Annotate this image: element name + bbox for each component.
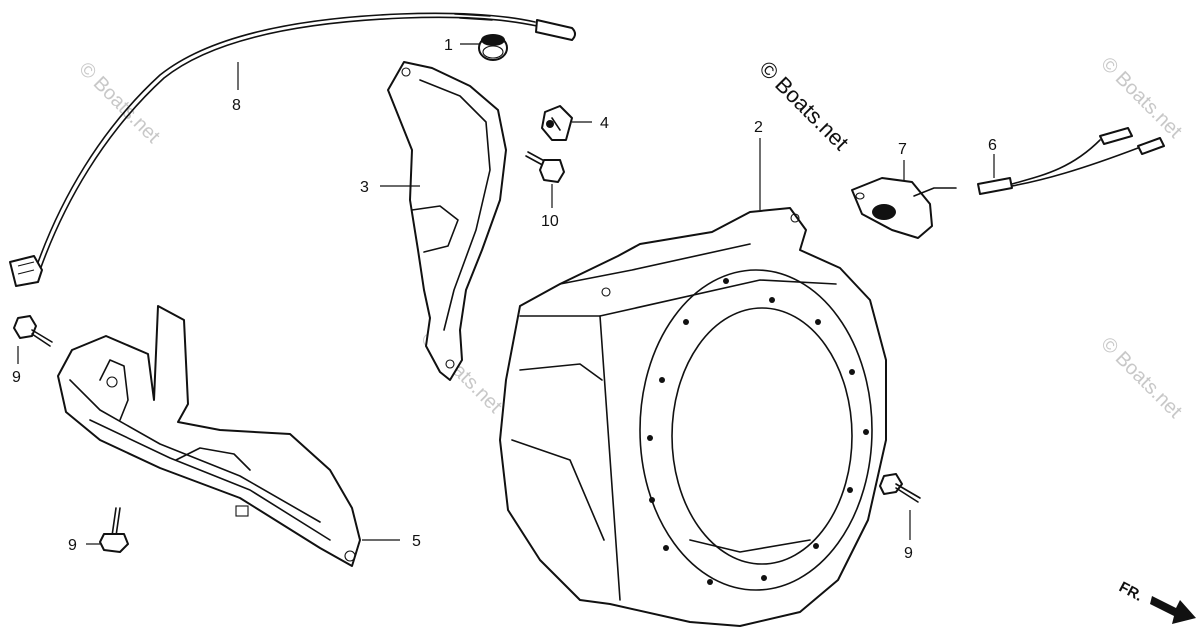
part-9-bolt-upper-left	[13, 315, 53, 347]
callout-10: 10	[541, 213, 559, 230]
part-3-baffle	[387, 61, 507, 381]
front-label: FR.	[1116, 579, 1145, 605]
callout-4: 4	[600, 115, 609, 132]
part-5-lower-cover	[57, 305, 361, 567]
part-2-fan-cover	[499, 207, 887, 627]
callout-9-lower-left: 9	[68, 537, 77, 554]
front-arrow-icon	[1150, 596, 1196, 624]
watermark-main: © Boats.net	[754, 56, 853, 155]
front-direction-indicator: FR.	[1116, 579, 1196, 624]
part-10-bolt	[525, 151, 565, 183]
part-1-grommet	[478, 34, 508, 61]
part-8-wire	[9, 12, 576, 287]
callout-1: 1	[444, 37, 453, 54]
callout-6: 6	[988, 137, 997, 154]
watermark-faint-6: © Boats.net	[1096, 333, 1186, 423]
callout-9-upper-left: 9	[12, 369, 21, 386]
callout-3: 3	[360, 179, 369, 196]
part-6-lead-wire	[977, 127, 1165, 195]
callout-9-right: 9	[904, 545, 913, 562]
callout-5: 5	[412, 533, 421, 550]
callout-7: 7	[898, 141, 907, 158]
callout-8: 8	[232, 97, 241, 114]
watermark-faint-5: © Boats.net	[1096, 53, 1186, 143]
part-4-clip	[541, 105, 573, 141]
watermark-faint-1: © Boats.net	[74, 58, 164, 148]
part-9-bolt-lower-left	[99, 507, 129, 553]
leader-lines	[17, 43, 995, 545]
callout-group: 1 2 3 4 5 6 7 8 9 9 9 10	[12, 37, 997, 562]
part-9-bolt-right	[879, 473, 921, 503]
part-7-switch	[851, 177, 957, 239]
callout-2: 2	[754, 119, 763, 136]
